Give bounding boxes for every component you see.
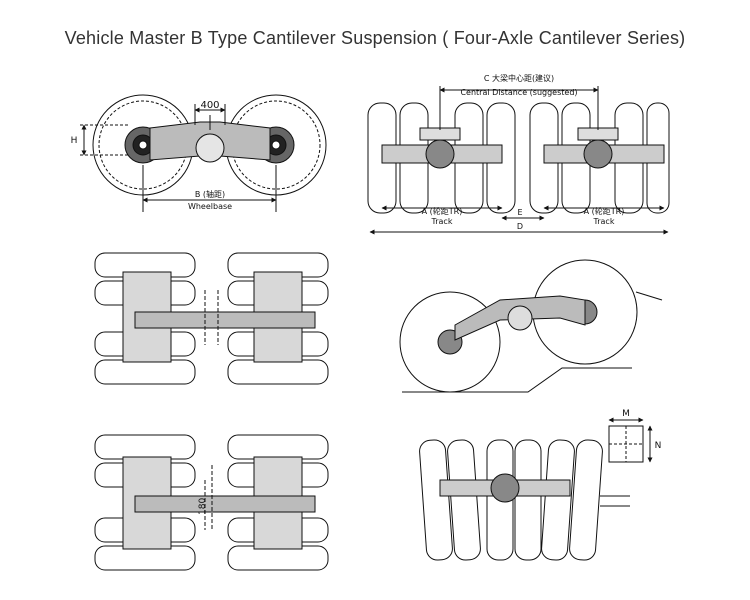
central-distance-label: Central Distance (suggested) bbox=[460, 88, 577, 97]
track-a-left-label: A (轮距TR) bbox=[422, 206, 463, 216]
dim-180-label: 180 bbox=[198, 498, 208, 515]
track-left-label: Track bbox=[431, 217, 453, 226]
page-title: Vehicle Master B Type Cantilever Suspens… bbox=[64, 28, 686, 48]
plan-view-upper bbox=[94, 252, 329, 385]
dim-m-label: M bbox=[622, 409, 630, 419]
dim-400-label: 400 bbox=[200, 100, 219, 111]
central-distance-c-label: C 大梁中心距(建议) bbox=[484, 73, 554, 83]
wheelbase-b-label: B (轴距) bbox=[195, 189, 225, 199]
slope-articulation-view bbox=[399, 259, 663, 393]
side-view-cantilever-beam bbox=[149, 115, 271, 163]
track-a-right-label: A (轮距TR) bbox=[584, 206, 625, 216]
front-view-diagram bbox=[367, 86, 670, 235]
track-right-label: Track bbox=[593, 217, 615, 226]
dim-e-label: E bbox=[517, 208, 522, 217]
side-view-diagram bbox=[80, 94, 327, 212]
dim-n-label: N bbox=[655, 441, 662, 451]
dim-d-label: D bbox=[517, 222, 523, 231]
plan-view-lower bbox=[94, 434, 329, 571]
wheelbase-label: Wheelbase bbox=[188, 202, 232, 211]
mount-detail bbox=[608, 417, 653, 463]
articulation-front-view bbox=[419, 439, 630, 561]
dim-h-label: H bbox=[71, 136, 78, 146]
